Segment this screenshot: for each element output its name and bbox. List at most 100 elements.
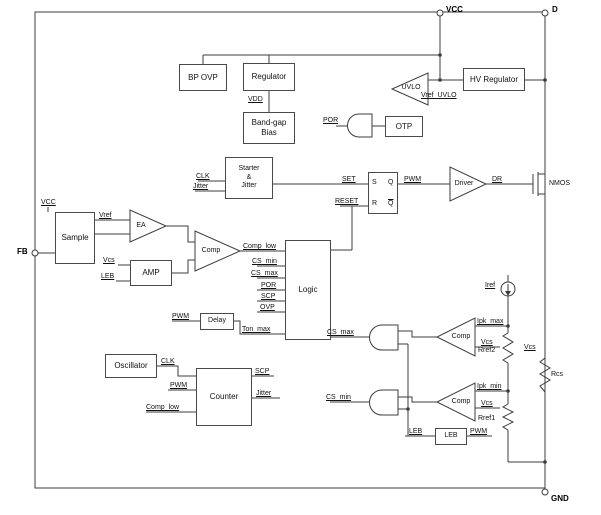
latch-q-label: Q (388, 179, 394, 186)
comp-top-label: Comp (451, 333, 471, 340)
net-jitter-counter: Jitter (256, 390, 272, 397)
ea-label: EA (136, 222, 146, 229)
block-counter: Counter (196, 368, 252, 426)
pin-vcc-circle (436, 9, 444, 17)
net-clk-counter: CLK (161, 358, 175, 365)
driver-triangle (449, 166, 488, 202)
resistor-rcs (539, 357, 551, 393)
driver-label: Driver (454, 180, 474, 187)
block-sample: Sample (55, 212, 95, 264)
block-amp: AMP (130, 260, 172, 286)
starter-label-1: Starter (238, 165, 260, 173)
net-ipk-max: Ipk_max (477, 318, 504, 325)
net-dr: DR (492, 176, 503, 183)
bp-ovp-label: BP OVP (188, 72, 218, 82)
and-gate-cs-min (369, 389, 399, 416)
net-ipk-min: Ipk_min (477, 383, 502, 390)
net-ton-max: Ton_max (242, 326, 271, 333)
net-vcs-rail: Vcs (524, 344, 536, 351)
net-cs-max-gate: CS_max (327, 329, 354, 336)
net-vcc-sample: VCC (41, 199, 56, 206)
block-starter-jitter: Starter&Jitter (225, 157, 273, 199)
block-regulator: Regulator (243, 63, 295, 91)
pin-d-label: D (552, 5, 558, 14)
block-oscillator: Oscillator (105, 354, 157, 378)
net-cs-max-logic: CS_max (251, 270, 278, 277)
pin-gnd-circle (541, 488, 549, 496)
uvlo-label: UVLO (401, 84, 421, 91)
and-gate-por (347, 113, 373, 138)
nmos-symbol (486, 172, 545, 196)
resistor-rref2 (502, 332, 514, 364)
net-set: SET (342, 176, 356, 183)
block-delay: Delay (200, 313, 234, 330)
pin-gnd-label: GND (551, 494, 569, 503)
regulator-label: Regulator (251, 72, 287, 82)
comp-label: Comp (201, 247, 221, 254)
net-pwm-counter: PWM (170, 382, 188, 389)
block-logic: Logic (285, 240, 331, 340)
starter-label-3: Jitter (241, 182, 257, 190)
block-sr-latch (368, 172, 398, 214)
net-leb-amp: LEB (101, 273, 115, 280)
net-ovp-logic: OVP (260, 304, 275, 311)
net-comp-low: Comp_low (243, 243, 277, 250)
logic-label: Logic (298, 285, 318, 295)
net-clk-starter: CLK (196, 173, 210, 180)
net-vcs-amp: Vcs (103, 257, 115, 264)
comp-bottom-triangle (435, 382, 476, 422)
net-cs-min-gate: CS_min (326, 394, 351, 401)
comp-triangle (194, 230, 242, 272)
net-vcs-comp-bottom: Vcs (481, 400, 493, 407)
block-hv-regulator: HV Regulator (463, 68, 525, 91)
pin-fb-circle (31, 249, 39, 257)
hv-regulator-label: HV Regulator (469, 74, 519, 84)
bandgap-label-2: Bias (261, 128, 277, 137)
net-pwm-delay: PWM (172, 313, 190, 320)
net-vref: Vref (99, 212, 112, 219)
starter-label-2: & (246, 173, 252, 181)
otp-label: OTP (395, 121, 413, 131)
rref1-label: Rref1 (478, 415, 496, 422)
net-vdd: VDD (248, 96, 263, 103)
sample-label: Sample (61, 233, 89, 243)
net-pwm-latch: PWM (404, 176, 422, 183)
net-pwm-leb: PWM (470, 428, 488, 435)
rcs-label: Rcs (551, 371, 564, 378)
net-scp-logic: SCP (261, 293, 276, 300)
net-comp-low-counter: Comp_low (146, 404, 180, 411)
net-iref: Iref (485, 282, 496, 289)
leb-block-label: LEB (444, 432, 458, 440)
net-reset: RESET (335, 198, 359, 205)
iref-current-source (500, 281, 516, 297)
pin-vcc-label: VCC (446, 5, 463, 14)
net-por: POR (323, 117, 339, 124)
block-otp: OTP (385, 116, 423, 137)
net-jitter-starter: Jitter (193, 183, 209, 190)
delay-label: Delay (208, 317, 226, 325)
uvlo-triangle (390, 72, 429, 106)
and-gate-cs-max (369, 324, 399, 351)
junction-dots (406, 53, 547, 464)
block-bp-ovp: BP OVP (179, 64, 227, 91)
latch-qbar-label: Q (388, 200, 394, 207)
net-cs-min-logic: CS_min (252, 258, 277, 265)
latch-s-label: S (372, 179, 377, 186)
nmos-label: NMOS (549, 180, 570, 187)
block-leb: LEB (435, 428, 467, 445)
oscillator-label: Oscillator (114, 361, 148, 371)
amp-label: AMP (142, 268, 160, 278)
resistor-rref1 (501, 403, 515, 431)
ea-triangle (129, 209, 168, 243)
counter-label: Counter (209, 392, 239, 402)
latch-r-label: R (372, 200, 378, 207)
net-vcs-comp-top: Vcs (481, 339, 493, 346)
pin-d-circle (541, 9, 549, 17)
comp-top-triangle (435, 317, 476, 357)
net-vref-uvlo: Vref_UVLO (421, 92, 457, 99)
bandgap-label-1: Band-gap (251, 118, 287, 128)
net-scp-counter: SCP (255, 368, 270, 375)
